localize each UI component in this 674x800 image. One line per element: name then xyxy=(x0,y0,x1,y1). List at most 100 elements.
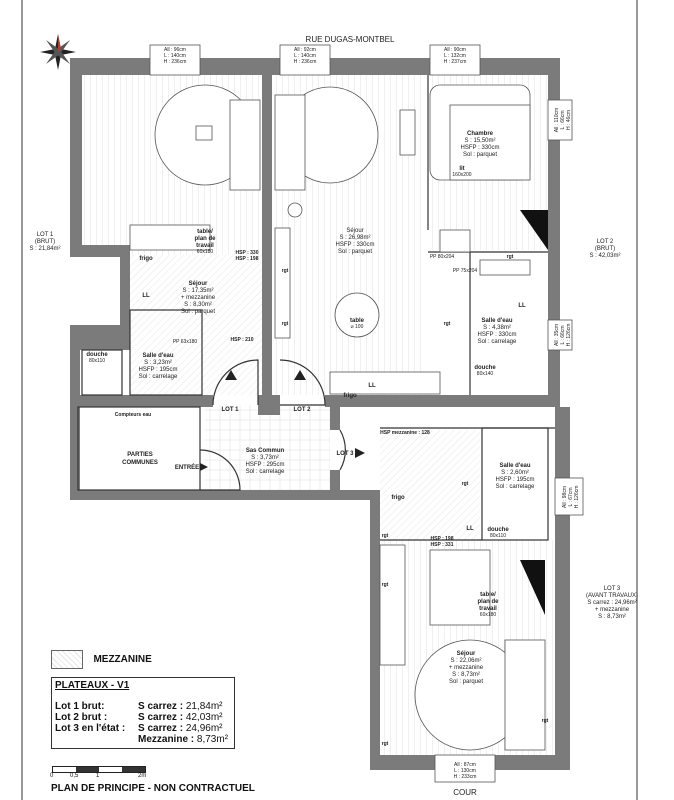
surface-summary-box: PLATEAUX - V1 Lot 1 brut:S carrez : 21,8… xyxy=(51,677,235,749)
summary-row-label: Lot 1 brut: xyxy=(55,701,105,712)
svg-text:HSP : 331: HSP : 331 xyxy=(431,542,454,548)
svg-text:plan de: plan de xyxy=(194,236,216,242)
svg-text:S : 42,03m²: S : 42,03m² xyxy=(589,253,620,259)
svg-text:HSFP : 195cm: HSFP : 195cm xyxy=(139,367,178,373)
plan-disclaimer: PLAN DE PRINCIPE - NON CONTRACTUEL xyxy=(51,783,255,794)
summary-row-label: Lot 3 en l'état : xyxy=(55,723,126,734)
lot1-mezzanine-area xyxy=(130,255,262,395)
svg-text:Séjour: Séjour xyxy=(189,281,208,287)
svg-text:L : 66cm: L : 66cm xyxy=(560,111,566,130)
svg-text:H : 236cm: H : 236cm xyxy=(294,59,317,65)
svg-text:HSP : 198: HSP : 198 xyxy=(431,536,454,542)
svg-text:PARTIES: PARTIES xyxy=(127,452,153,458)
svg-text:rgt: rgt xyxy=(542,718,549,724)
summary-row-value: S carrez : 21,84m² xyxy=(138,701,223,712)
svg-text:LOT 2: LOT 2 xyxy=(597,239,614,245)
svg-text:Chambre: Chambre xyxy=(467,131,494,137)
furniture xyxy=(129,84,548,751)
svg-text:plan de: plan de xyxy=(477,599,499,605)
svg-text:All : 35cm: All : 35cm xyxy=(554,324,560,346)
svg-text:rgt: rgt xyxy=(382,533,389,539)
door-lot3-label: LOT 3 xyxy=(336,451,354,457)
svg-text:frigo: frigo xyxy=(391,495,405,501)
summary-row-value: Mezzanine : 8,73m² xyxy=(138,734,229,745)
walls xyxy=(70,58,570,770)
svg-text:S carrez : 24,96m²: S carrez : 24,96m² xyxy=(587,600,636,606)
svg-text:HSP : 198: HSP : 198 xyxy=(236,256,259,262)
svg-text:(AVANT TRAVAUX): (AVANT TRAVAUX) xyxy=(586,593,638,599)
svg-text:HSFP : 195cm: HSFP : 195cm xyxy=(496,477,535,483)
svg-text:L : 130cm: L : 130cm xyxy=(454,768,476,774)
scale-label: 1 xyxy=(96,773,100,779)
scale-label: 0,5 xyxy=(70,773,79,779)
compass-rose-icon xyxy=(40,34,76,70)
svg-text:H : 236cm: H : 236cm xyxy=(164,59,187,65)
svg-text:HSFP : 330cm: HSFP : 330cm xyxy=(336,242,375,248)
svg-text:Sas Commun: Sas Commun xyxy=(246,448,285,454)
svg-text:table: table xyxy=(350,318,365,324)
lot-labels: LOT 1(BRUT)S : 21,84m² LOT 2(BRUT)S : 42… xyxy=(29,232,638,620)
svg-text:L : 140cm: L : 140cm xyxy=(164,53,186,59)
svg-text:rgt: rgt xyxy=(282,321,289,327)
svg-text:80x140: 80x140 xyxy=(477,371,494,377)
svg-text:rgt: rgt xyxy=(444,321,451,327)
svg-text:Séjour: Séjour xyxy=(346,228,363,234)
svg-text:COMMUNES: COMMUNES xyxy=(122,460,158,466)
svg-text:(BRUT): (BRUT) xyxy=(595,246,615,252)
scale-bar xyxy=(52,766,146,773)
svg-text:+ mezzanine: + mezzanine xyxy=(181,295,216,301)
annotations: frigo LL HSP : 330 HSP : 198 HSP : 210 r… xyxy=(139,250,548,747)
svg-text:S : 8,73m²: S : 8,73m² xyxy=(452,672,480,678)
svg-text:(BRUT): (BRUT) xyxy=(35,239,55,245)
svg-text:ENTRÉE: ENTRÉE xyxy=(175,463,199,471)
svg-text:80x110: 80x110 xyxy=(89,358,105,364)
svg-text:60x180: 60x180 xyxy=(197,249,214,255)
mezzanine-label: MEZZANINE xyxy=(93,654,152,665)
svg-text:H : 126cm: H : 126cm xyxy=(566,324,572,347)
svg-text:Sol : carrelage: Sol : carrelage xyxy=(496,484,535,490)
svg-text:travail: travail xyxy=(196,243,214,249)
door-arrow-icon xyxy=(355,448,365,458)
svg-text:Sol : parquet: Sol : parquet xyxy=(338,249,372,255)
svg-text:Sol : parquet: Sol : parquet xyxy=(463,152,497,158)
svg-text:HSFP : 330cm: HSFP : 330cm xyxy=(461,145,500,151)
scale-labels: 0 0,5 1 2m xyxy=(50,773,150,781)
svg-text:L : 132cm: L : 132cm xyxy=(444,53,466,59)
svg-text:LL: LL xyxy=(142,293,150,299)
svg-text:Compteurs eau: Compteurs eau xyxy=(115,412,151,418)
svg-text:frigo: frigo xyxy=(139,256,153,262)
svg-text:80x110: 80x110 xyxy=(490,533,506,539)
svg-text:+ mezzanine: + mezzanine xyxy=(595,607,630,613)
svg-text:H : 46cm: H : 46cm xyxy=(566,110,572,130)
svg-text:All : 98cm: All : 98cm xyxy=(562,486,568,508)
svg-text:S : 17,35m²: S : 17,35m² xyxy=(182,288,213,294)
svg-text:HSP : 330: HSP : 330 xyxy=(236,250,259,256)
svg-text:60x180: 60x180 xyxy=(480,612,497,618)
court-label: COUR xyxy=(453,788,477,797)
svg-text:HSP mezzanine : 128: HSP mezzanine : 128 xyxy=(380,430,430,436)
svg-text:rgt: rgt xyxy=(382,582,389,588)
svg-text:S : 8,30m²: S : 8,30m² xyxy=(184,302,212,308)
svg-text:LOT 3: LOT 3 xyxy=(604,586,621,592)
svg-text:H : 237cm: H : 237cm xyxy=(444,59,467,65)
svg-text:Sol : carrelage: Sol : carrelage xyxy=(478,339,517,345)
svg-text:All : 87cm: All : 87cm xyxy=(454,762,476,768)
entrance-arrow-icon xyxy=(200,463,208,471)
svg-text:HSFP : 330cm: HSFP : 330cm xyxy=(478,332,517,338)
svg-text:L : 67cm: L : 67cm xyxy=(568,488,574,507)
door-arrow-icon xyxy=(294,370,306,380)
svg-text:LOT 1: LOT 1 xyxy=(37,232,54,238)
svg-text:Séjour: Séjour xyxy=(457,651,476,657)
summary-rows: Lot 1 brut:S carrez : 21,84m² Lot 2 brut… xyxy=(55,701,234,745)
svg-text:LL: LL xyxy=(368,383,376,389)
svg-text:lit: lit xyxy=(459,166,464,172)
svg-text:S : 21,84m²: S : 21,84m² xyxy=(29,246,60,252)
summary-row-value: S carrez : 42,03m² xyxy=(138,712,223,723)
doors: LOT 1 LOT 2 LOT 3 xyxy=(199,359,365,491)
sas-floor xyxy=(205,405,330,490)
svg-text:160x200: 160x200 xyxy=(452,172,471,178)
svg-text:L : 140cm: L : 140cm xyxy=(294,53,316,59)
summary-row-label xyxy=(55,734,138,745)
